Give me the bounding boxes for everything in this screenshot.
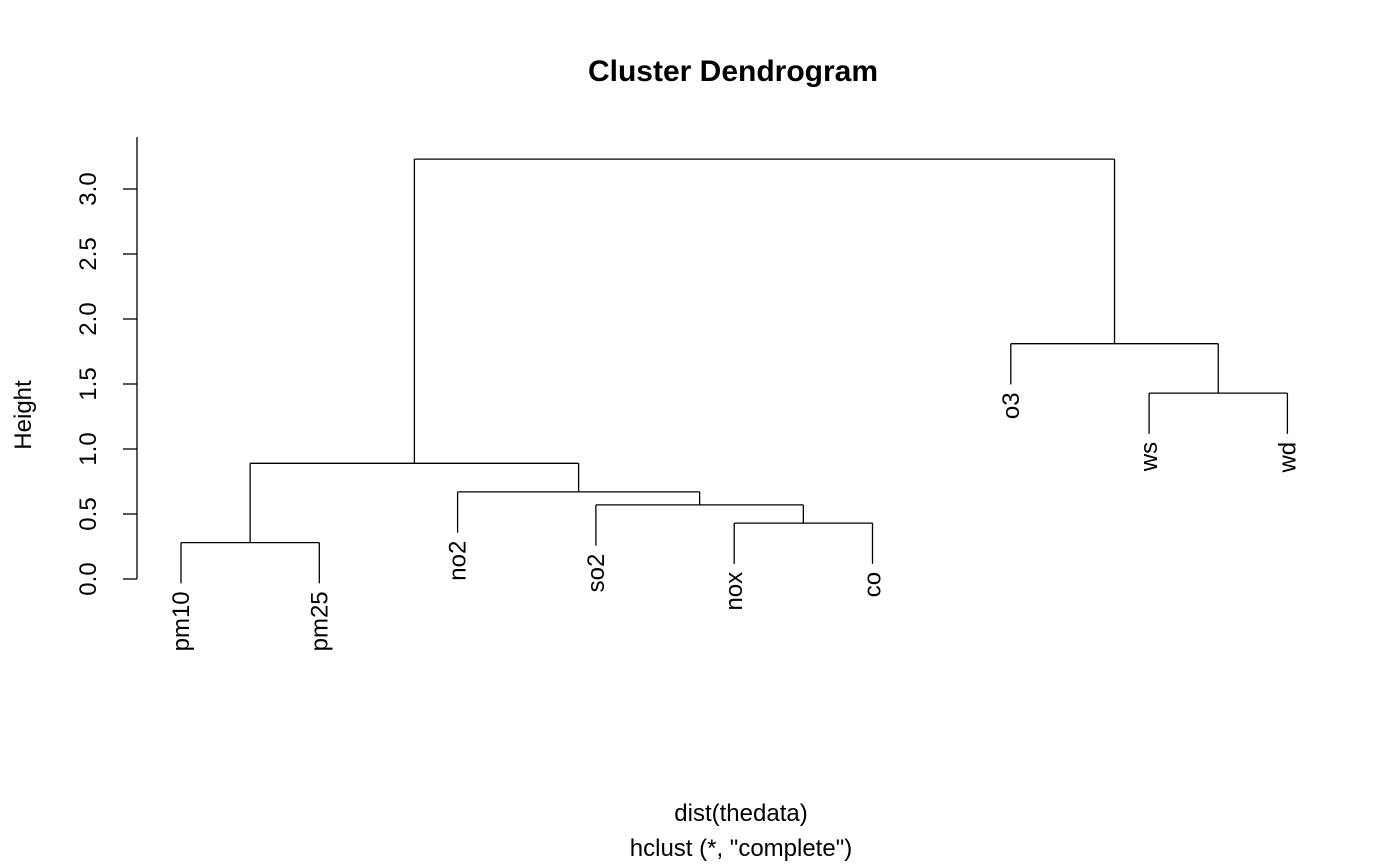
chart-title: Cluster Dendrogram (588, 55, 878, 88)
y-tick-label: 2.5 (75, 237, 102, 270)
leaf-label-so2: so2 (583, 554, 610, 593)
y-tick-label: 2.0 (75, 302, 102, 335)
x-axis-label: dist(thedata) (674, 800, 807, 827)
method-sublabel: hclust (*, "complete") (630, 835, 852, 862)
y-tick-label: 3.0 (75, 172, 102, 205)
leaf-label-co: co (860, 572, 887, 597)
y-tick-label: 1.5 (75, 367, 102, 400)
dendrogram-tree (180, 158, 1289, 584)
leaf-label-o3: o3 (998, 392, 1025, 419)
y-tick-label: 0.5 (75, 497, 102, 530)
y-tick-label: 0.0 (75, 562, 102, 595)
leaf-label-no2: no2 (445, 541, 472, 581)
leaf-label-pm10: pm10 (168, 591, 195, 651)
y-axis-label: Height (10, 380, 37, 450)
y-tick-label: 1.0 (75, 432, 102, 465)
leaf-label-wd: wd (1274, 442, 1301, 474)
leaf-label-pm25: pm25 (306, 591, 333, 651)
y-axis: 0.0 0.5 1.0 1.5 2.0 2.5 3.0 (75, 137, 138, 596)
leaf-labels: pm10 pm25 no2 so2 nox co o3 ws wd (168, 392, 1301, 651)
leaf-label-nox: nox (721, 572, 748, 611)
leaf-label-ws: ws (1136, 442, 1163, 472)
